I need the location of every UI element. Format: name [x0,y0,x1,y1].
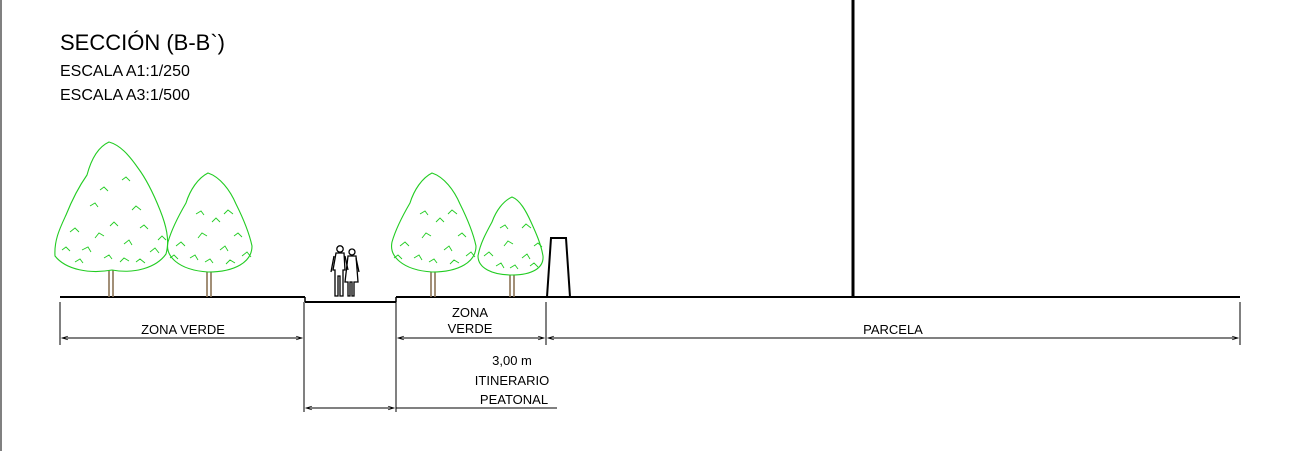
dimension-zona-verde-mid [395,302,547,412]
ground-profile [60,296,1240,303]
pedestrians-figure [330,245,360,297]
tree-4 [477,196,544,297]
tree-1 [54,141,169,297]
tree-2 [167,172,253,297]
dimension-parcela [546,302,1241,345]
scale-a3: ESCALA A3:1/500 [60,87,190,104]
drawing-title: SECCIÓN (B-B`) [60,30,225,55]
post-element [546,237,571,298]
label-zona-mid-line1: ZONA [452,305,488,320]
label-zona-verde-left: ZONA VERDE [141,322,225,337]
label-itinerario-width: 3,00 m [492,353,532,368]
label-itinerario-line2: PEATONAL [480,392,548,407]
dimension-zona-verde-left [59,302,305,412]
label-parcela: PARCELA [863,322,923,337]
label-zona-mid-line2: VERDE [448,321,493,336]
tree-3 [391,172,477,297]
label-itinerario-line1: ITINERARIO [475,373,549,388]
scale-a1: ESCALA A1:1/250 [60,63,190,80]
